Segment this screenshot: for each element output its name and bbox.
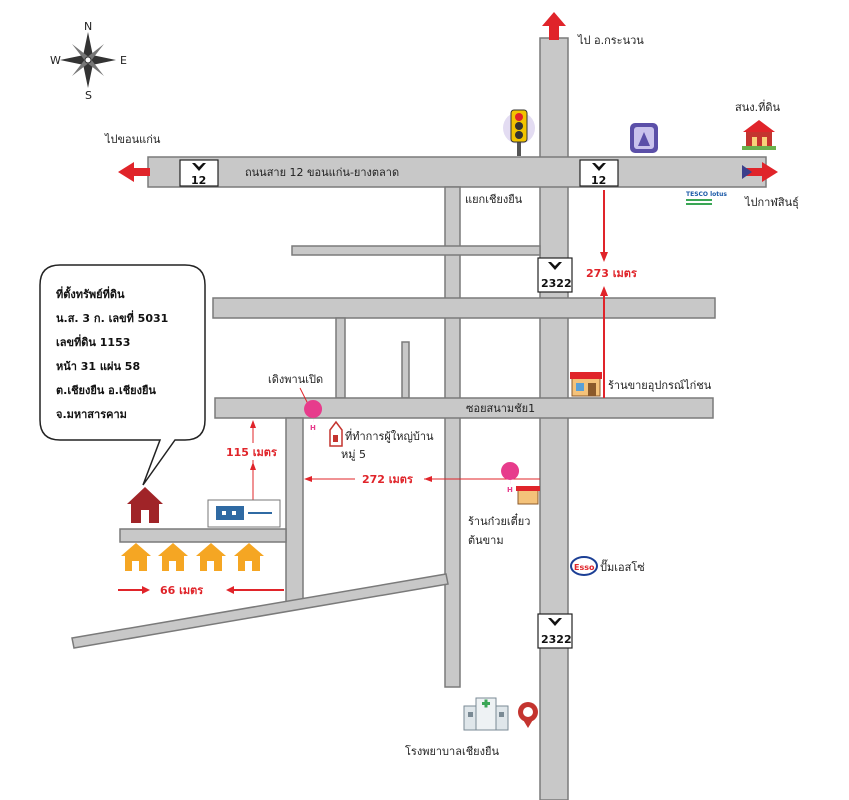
road-diagonal [71, 573, 449, 649]
house-icon [121, 543, 151, 571]
distance-66: 66 เมตร [160, 584, 203, 597]
traffic-light-icon [503, 109, 535, 156]
road-chiangyuen-junction [444, 186, 461, 688]
compass-s-label: S [85, 89, 92, 102]
compass-w-label: W [50, 54, 61, 67]
road-property-lane [119, 528, 287, 543]
distance-273: 273 เมตร [586, 267, 637, 280]
label-noodle-shop-line1: ร้านก๋วยเตี๋ยว [468, 512, 530, 528]
house-icon [234, 543, 264, 571]
shield-emblem-icon [592, 163, 606, 171]
building-icon [207, 499, 281, 528]
label-to-krachuab: ไป อ.กระนวน [577, 34, 644, 47]
highway-shield-2322-south: 2322 [537, 613, 573, 649]
label-soi-sanamchai: ซอยสนามชัย1 [466, 402, 535, 415]
label-chiangyuen-junction: แยกเชียงยืน [465, 193, 523, 206]
label-duck-shop: เดิงพานเปิด [268, 373, 323, 386]
callout-line4: ต.เชียงยืน อ.เชียงยืน [56, 384, 156, 397]
label-to-khonkaen: ไปขอนแก่น [104, 133, 161, 146]
road-vertical-property [285, 417, 304, 603]
tesco-lotus-logo: TESCO lotus [686, 191, 727, 205]
callout-line1: น.ส. 3 ก. เลขที่ 5031 [56, 310, 168, 325]
map-pin-icon [518, 702, 538, 728]
label-village-head-office: ที่ทำการผู้ใหญ่บ้าน [345, 428, 434, 443]
label-highway12: ถนนสาย 12 ขอนแก่น-ยางตลาด [245, 166, 399, 179]
svg-text:2322: 2322 [541, 633, 572, 646]
compass-rose-icon: N S E W [50, 20, 127, 102]
road-mid [212, 297, 716, 319]
map-pin-icon: H [501, 462, 520, 498]
distance-115: 115 เมตร [226, 446, 277, 459]
label-equipment-shop: ร้านขายอุปกรณ์ไก่ชน [608, 379, 712, 392]
arrow-up-icon [542, 12, 566, 40]
house-icon [158, 543, 188, 571]
property-callout: ที่ตั้งทรัพย์ที่ดิน น.ส. 3 ก. เลขที่ 503… [39, 264, 206, 486]
label-to-kalasin: ไปกาฬสินธุ์ [744, 196, 799, 209]
map-pin-icon: H [304, 400, 323, 436]
compass-e-label: E [120, 54, 127, 67]
shield-emblem-icon [192, 163, 206, 171]
road-small-north [291, 245, 541, 256]
village-office-icon [329, 420, 343, 447]
hospital-icon [463, 697, 509, 731]
label-village-no: หมู่ 5 [341, 448, 366, 461]
shop-icon [570, 372, 602, 397]
highway-12 [147, 156, 767, 188]
svg-text:H: H [507, 486, 513, 494]
noodle-shop-icon [516, 486, 540, 505]
road-connector-2 [401, 341, 410, 399]
compass-n-label: N [84, 20, 92, 33]
callout-line3: หน้า 31 แผ่น 58 [56, 360, 140, 373]
svg-text:Esso: Esso [574, 563, 595, 572]
svg-text:H: H [310, 424, 316, 432]
road-2322 [539, 37, 569, 800]
shield-emblem-icon [548, 262, 562, 270]
svg-text:2322: 2322 [541, 277, 572, 290]
svg-text:12: 12 [591, 174, 606, 187]
label-hospital: โรงพยาบาลเชียงยืน [405, 744, 499, 758]
label-land-office: สนง.ที่ดิน [735, 99, 780, 114]
svg-text:TESCO lotus: TESCO lotus [686, 191, 727, 198]
arrow-left-icon [118, 162, 150, 182]
shield-emblem-icon [548, 618, 562, 626]
label-noodle-shop-line2: ต้นขาม [468, 534, 504, 547]
esso-logo: Esso [570, 556, 598, 576]
house-icon [196, 543, 226, 571]
road-connector-1 [335, 317, 346, 399]
label-esso-station: ปั๊มเอสโซ่ [600, 559, 645, 574]
arrow-right-icon [742, 162, 778, 182]
callout-title: ที่ตั้งทรัพย์ที่ดิน [56, 286, 125, 301]
svg-text:12: 12 [191, 174, 206, 187]
government-emblem-icon [630, 123, 658, 153]
distance-272: 272 เมตร [362, 473, 413, 486]
highway-shield-12-west: 12 [179, 159, 219, 187]
callout-line5: จ.มหาสารคาม [56, 408, 127, 421]
callout-line2: เลขที่ดิน 1153 [56, 334, 130, 349]
highway-shield-12-east: 12 [579, 159, 619, 187]
highway-shield-2322-north: 2322 [537, 257, 573, 293]
property-house-icon [127, 487, 163, 523]
road-soi-sanamchai [214, 397, 714, 419]
land-office-icon [742, 120, 776, 150]
